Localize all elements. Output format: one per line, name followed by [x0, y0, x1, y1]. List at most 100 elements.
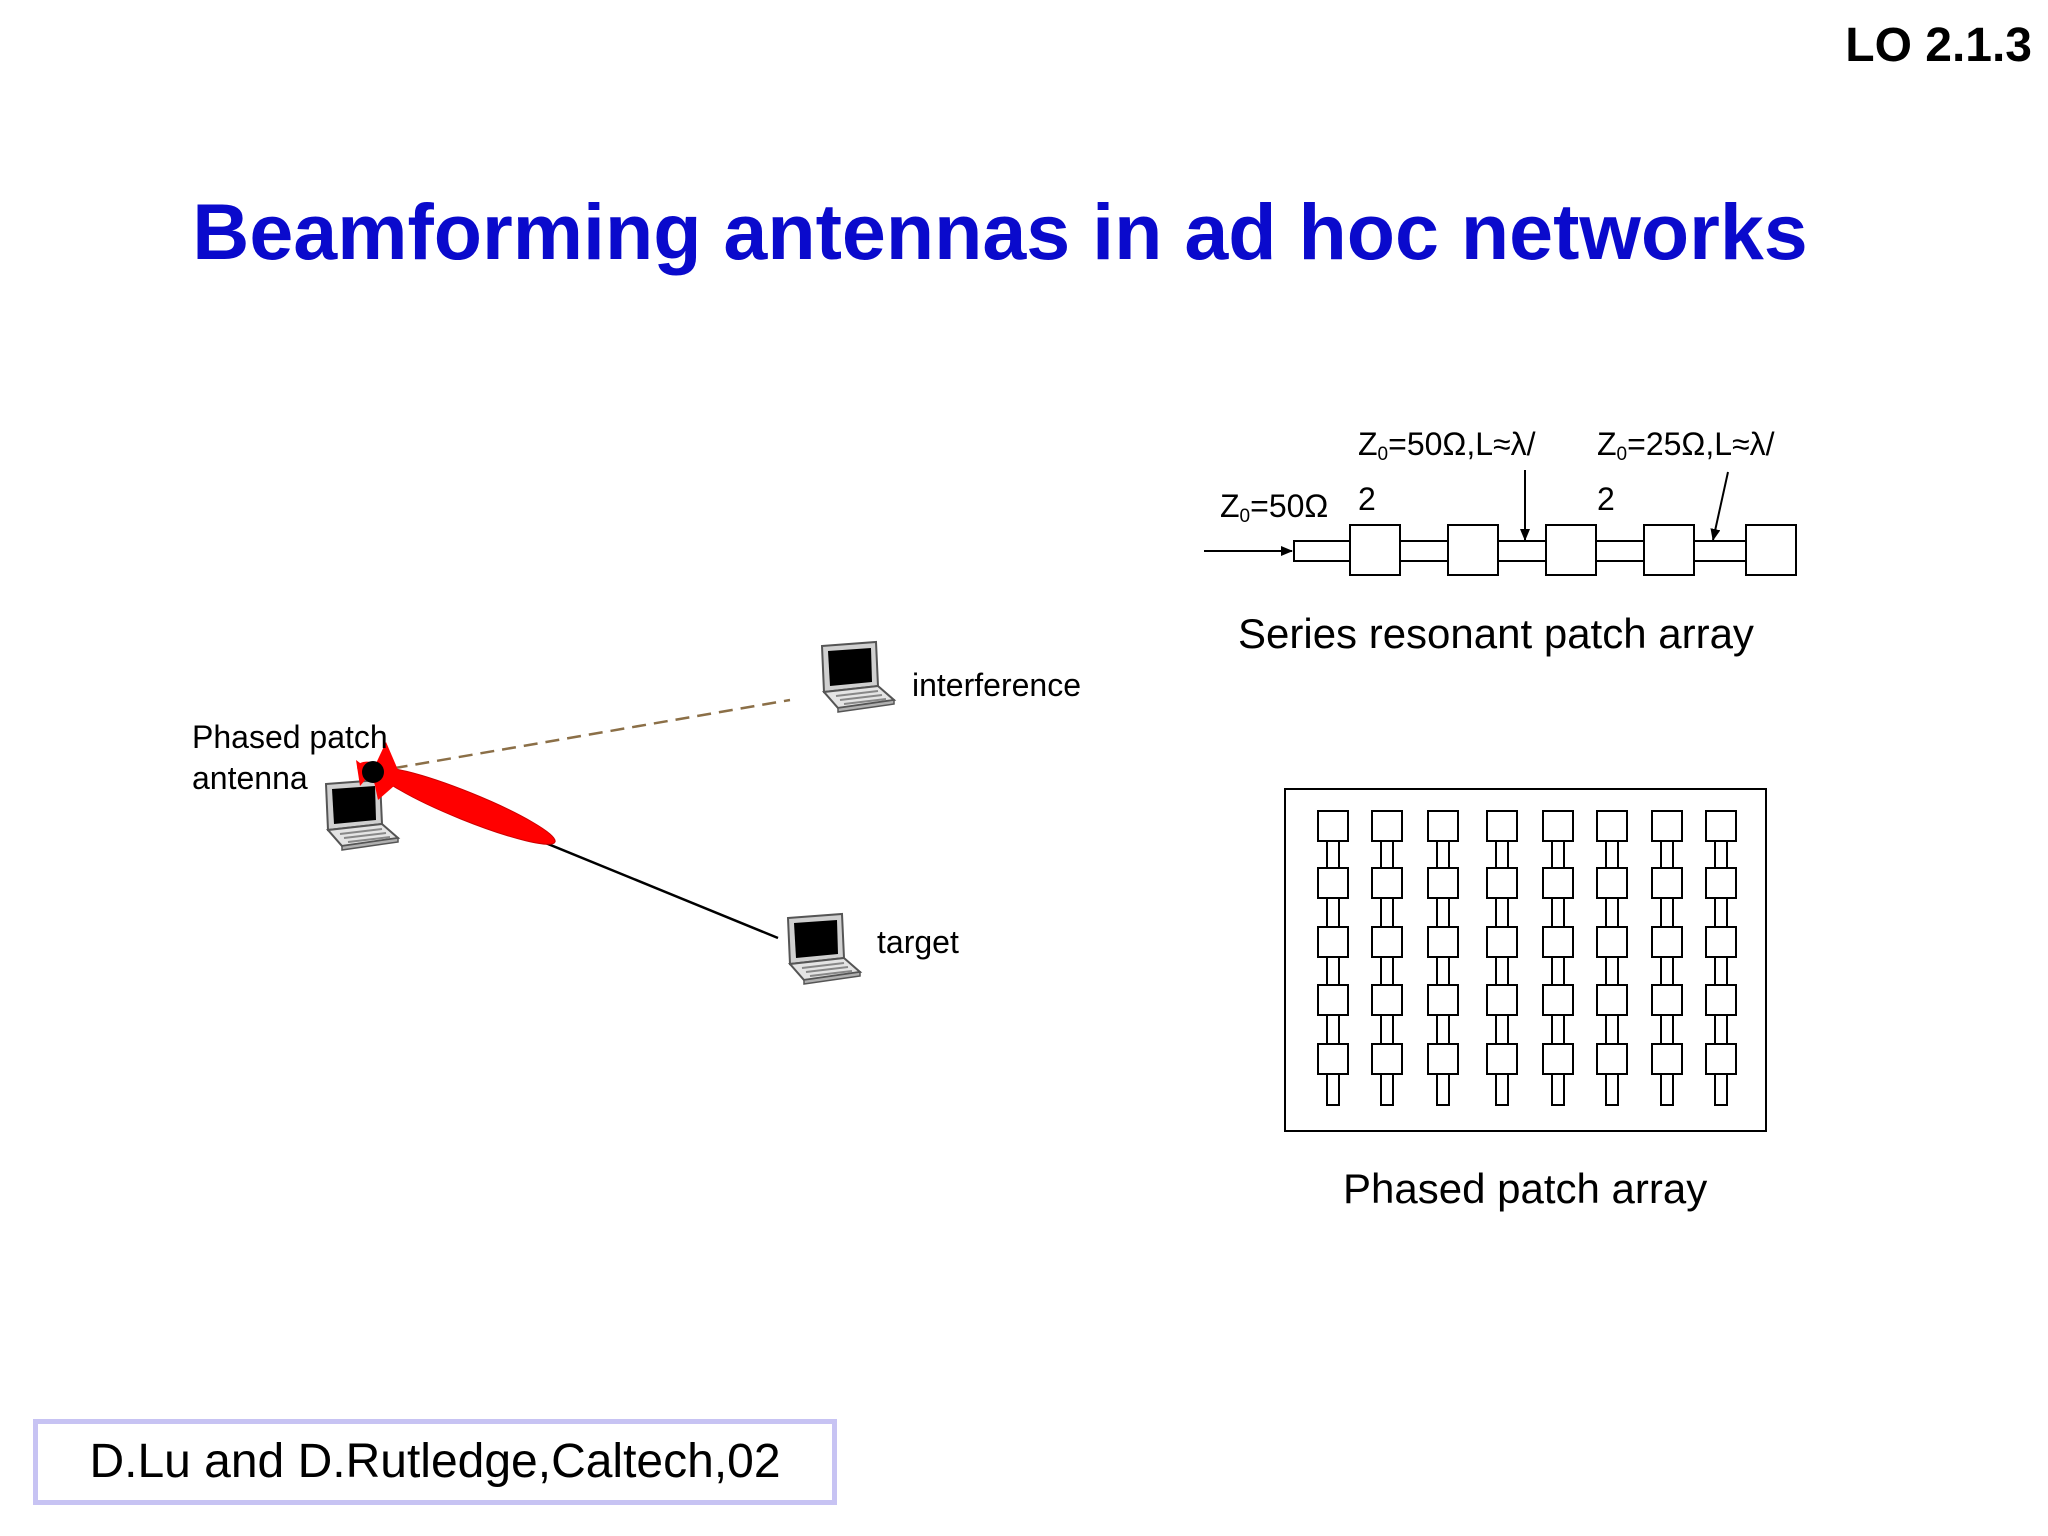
slide-title: Beamforming antennas in ad hoc networks	[192, 187, 1808, 276]
array-patch	[1486, 810, 1518, 842]
array-feedline	[1714, 897, 1728, 928]
array-feedline	[1326, 956, 1340, 986]
array-patch	[1705, 926, 1737, 958]
array-patch	[1427, 1043, 1459, 1075]
array-patch	[1705, 984, 1737, 1016]
array-feedline	[1605, 956, 1619, 986]
array-patch	[1705, 810, 1737, 842]
array-feedline	[1436, 956, 1450, 986]
line1-impedance-label: Z0=50Ω,L≈λ/ 2	[1358, 426, 1536, 517]
array-patch	[1317, 867, 1349, 899]
array-patch	[1542, 926, 1574, 958]
series-array-caption: Series resonant patch array	[1238, 610, 1754, 657]
array-patch	[1486, 1043, 1518, 1075]
array-feedline	[1714, 1014, 1728, 1045]
array-feedline	[1380, 897, 1394, 928]
array-patch	[1542, 867, 1574, 899]
array-patch	[1542, 984, 1574, 1016]
array-feedline	[1605, 897, 1619, 928]
array-patch	[1542, 1043, 1574, 1075]
interference-label: interference	[912, 667, 1081, 703]
line2-impedance-label: Z0=25Ω,L≈λ/ 2	[1597, 426, 1775, 517]
array-feedline	[1660, 897, 1674, 928]
antenna-node	[362, 761, 384, 783]
array-feedline	[1714, 840, 1728, 869]
array-patch	[1371, 1043, 1403, 1075]
array-patch	[1317, 1043, 1349, 1075]
array-feedline	[1436, 897, 1450, 928]
target-label: target	[877, 924, 959, 960]
array-patch	[1542, 810, 1574, 842]
array-feedline	[1326, 1014, 1340, 1045]
array-feedline	[1495, 1014, 1509, 1045]
array-feedline	[1495, 840, 1509, 869]
array-feedline	[1380, 956, 1394, 986]
series-resonant-array	[1204, 470, 1797, 576]
array-patch	[1651, 810, 1683, 842]
array-patch	[1596, 984, 1628, 1016]
array-patch	[1427, 867, 1459, 899]
array-feedline	[1436, 840, 1450, 869]
array-patch	[1596, 810, 1628, 842]
interference-link	[371, 698, 791, 774]
array-patch	[1651, 867, 1683, 899]
array-patch	[1651, 1043, 1683, 1075]
array-patch	[1705, 1043, 1737, 1075]
array-patch	[1486, 867, 1518, 899]
array-patch	[1371, 984, 1403, 1016]
array-patch	[1486, 984, 1518, 1016]
array-feedline	[1495, 1073, 1509, 1106]
array-patch	[1427, 984, 1459, 1016]
array-patch	[1596, 1043, 1628, 1075]
array-feedline	[1551, 840, 1565, 869]
array-patch	[1317, 926, 1349, 958]
array-feedline	[1495, 956, 1509, 986]
phased-array-frame	[1284, 788, 1767, 1132]
array-feedline	[1551, 897, 1565, 928]
interference-laptop-icon	[821, 641, 895, 713]
array-patch	[1486, 926, 1518, 958]
antenna-label-line2: antenna	[192, 760, 308, 796]
antenna-label-line1: Phased patch	[192, 719, 388, 755]
array-feedline	[1714, 956, 1728, 986]
array-patch	[1427, 926, 1459, 958]
array-feedline	[1436, 1073, 1450, 1106]
array-feedline	[1660, 840, 1674, 869]
slide-id: LO 2.1.3	[1845, 19, 2032, 72]
array-feedline	[1605, 1014, 1619, 1045]
array-feedline	[1551, 1073, 1565, 1106]
array-patch	[1371, 926, 1403, 958]
array-patch	[1651, 926, 1683, 958]
array-feedline	[1436, 1014, 1450, 1045]
array-patch	[1427, 810, 1459, 842]
array-feedline	[1326, 897, 1340, 928]
phased-patch-array	[1284, 788, 1767, 1132]
array-feedline	[1660, 956, 1674, 986]
array-feedline	[1551, 956, 1565, 986]
array-patch	[1705, 867, 1737, 899]
array-patch	[1317, 810, 1349, 842]
array-feedline	[1326, 1073, 1340, 1106]
array-feedline	[1380, 840, 1394, 869]
array-patch	[1596, 926, 1628, 958]
array-patch	[1317, 984, 1349, 1016]
feed-impedance-label: Z0=50Ω	[1220, 488, 1329, 527]
array-patch	[1651, 984, 1683, 1016]
array-feedline	[1660, 1014, 1674, 1045]
array-feedline	[1380, 1073, 1394, 1106]
array-feedline	[1660, 1073, 1674, 1106]
array-patch	[1371, 810, 1403, 842]
array-feedline	[1380, 1014, 1394, 1045]
phased-array-caption: Phased patch array	[1343, 1165, 1708, 1212]
array-feedline	[1605, 840, 1619, 869]
array-patch	[1596, 867, 1628, 899]
array-patch	[1371, 867, 1403, 899]
antenna-label: Phased patch antenna	[192, 717, 388, 799]
credit-box: D.Lu and D.Rutledge,Caltech,02	[33, 1419, 837, 1505]
array-feedline	[1551, 1014, 1565, 1045]
target-laptop-icon	[787, 913, 861, 985]
array-feedline	[1326, 840, 1340, 869]
array-feedline	[1605, 1073, 1619, 1106]
